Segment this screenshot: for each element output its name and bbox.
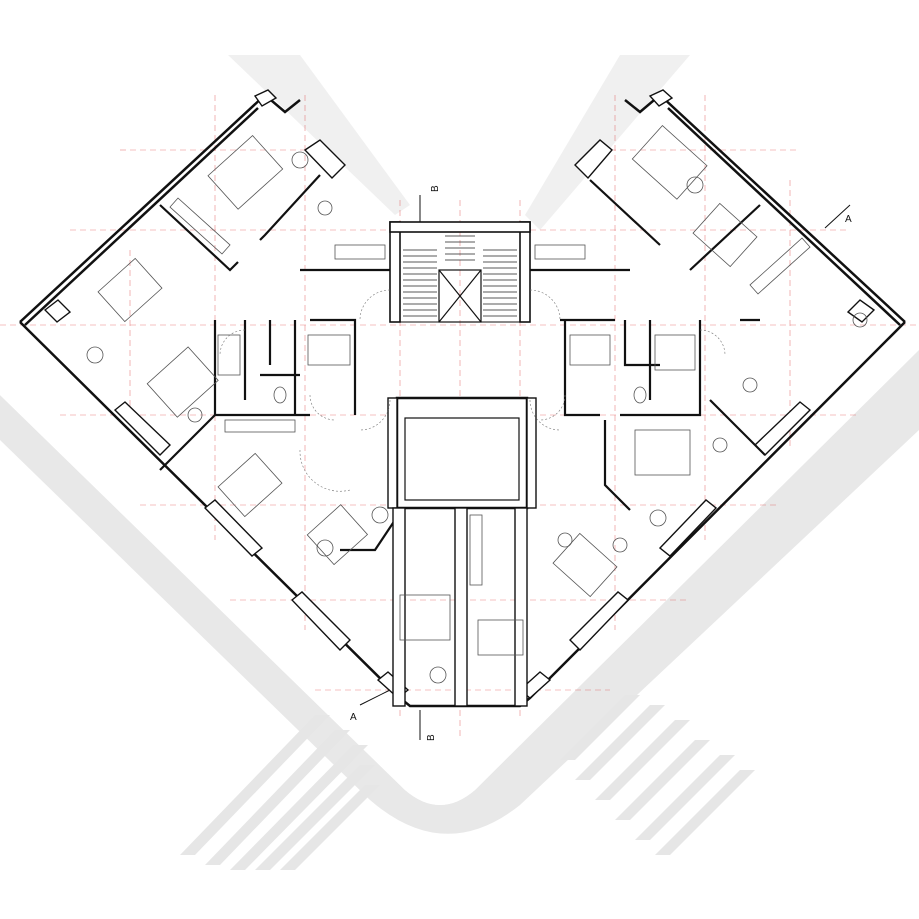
- street-upper-left: [228, 55, 410, 215]
- core-wall-right: [519, 221, 531, 323]
- central-core: [387, 221, 537, 707]
- south-wing-right-wall: [514, 507, 528, 707]
- stair-icon: [403, 235, 517, 317]
- armchair-icon: [86, 151, 868, 684]
- corridor-column-right: [526, 397, 537, 509]
- outer-wall-upper-right: [624, 93, 906, 323]
- outer-wall-upper-left: [19, 93, 301, 323]
- section-mark-b-bottom: B: [419, 710, 437, 741]
- street-left-band: [0, 320, 919, 805]
- kitchen-counter-icon: [169, 197, 811, 586]
- section-label-a-right: A: [845, 214, 852, 225]
- furniture: [86, 125, 868, 684]
- zebra-crossing-left: [180, 715, 380, 870]
- inner-wall-upper-right: [667, 107, 901, 326]
- section-mark-a-left: A: [350, 689, 391, 723]
- dining-table-icon: [97, 202, 758, 656]
- door-swings: [219, 289, 726, 492]
- section-label-b-top: B: [430, 185, 441, 192]
- south-wing-left-wall: [392, 507, 406, 707]
- core-top-wall: [389, 221, 531, 233]
- section-label-b-bottom: B: [426, 734, 437, 741]
- zebra-crossing-right: [560, 695, 755, 855]
- south-wing-mid-wall: [454, 507, 468, 707]
- bathroom-fixture-icon: [217, 334, 696, 404]
- inner-wall-upper-left: [24, 107, 259, 326]
- balcony-walls: [43, 89, 876, 699]
- lift-icon: [438, 269, 482, 323]
- section-label-a-left: A: [350, 712, 357, 723]
- street-upper-right: [525, 55, 690, 230]
- section-mark-b-top: B: [419, 185, 460, 223]
- bed-icon: [146, 125, 708, 641]
- core-shaft-inner: [404, 417, 520, 501]
- interior-walls: [159, 174, 766, 552]
- section-mark-a-right: A: [824, 204, 852, 229]
- core-wall-left: [389, 221, 401, 323]
- street-left: [0, 320, 919, 834]
- corridor-column-left: [387, 397, 398, 509]
